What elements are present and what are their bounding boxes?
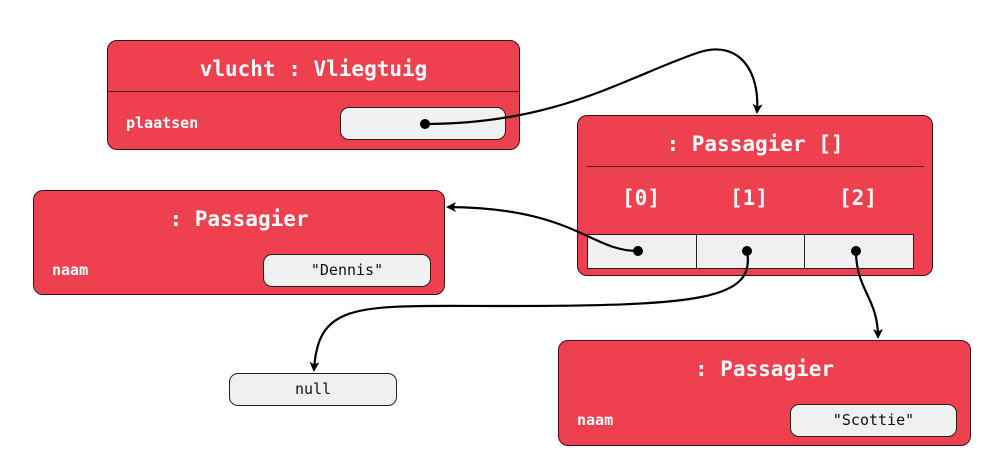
array-cells	[587, 234, 914, 269]
dennis-title: : Passagier	[169, 207, 309, 231]
vliegtuig-object: vlucht : Vliegtuig plaatsen	[107, 40, 520, 150]
passagier-dennis-object: : Passagier naam "Dennis"	[33, 190, 445, 295]
array-index-1: [1]	[730, 186, 768, 210]
scottie-naam-label: naam	[577, 411, 614, 429]
null-value: null	[229, 373, 397, 406]
dennis-naam-value: "Dennis"	[263, 254, 431, 287]
vliegtuig-divider	[108, 91, 519, 92]
array-cell-0	[588, 235, 697, 268]
passagier-array-object: : Passagier [] [0] [1] [2]	[577, 115, 933, 276]
array-index-0: [0]	[622, 186, 660, 210]
array-cell-2	[805, 235, 913, 268]
passagier-scottie-object: : Passagier naam "Scottie"	[558, 340, 971, 446]
plaatsen-value	[340, 107, 506, 140]
array-index-2: [2]	[839, 186, 877, 210]
scottie-naam-value: "Scottie"	[790, 404, 957, 437]
dennis-naam-label: naam	[52, 261, 89, 279]
array-divider	[586, 166, 924, 167]
plaatsen-label: plaatsen	[126, 114, 199, 132]
scottie-title: : Passagier	[694, 357, 835, 381]
vliegtuig-title: vlucht : Vliegtuig	[199, 57, 428, 81]
array-cell-1	[697, 235, 806, 268]
array-title: : Passagier []	[666, 132, 844, 156]
